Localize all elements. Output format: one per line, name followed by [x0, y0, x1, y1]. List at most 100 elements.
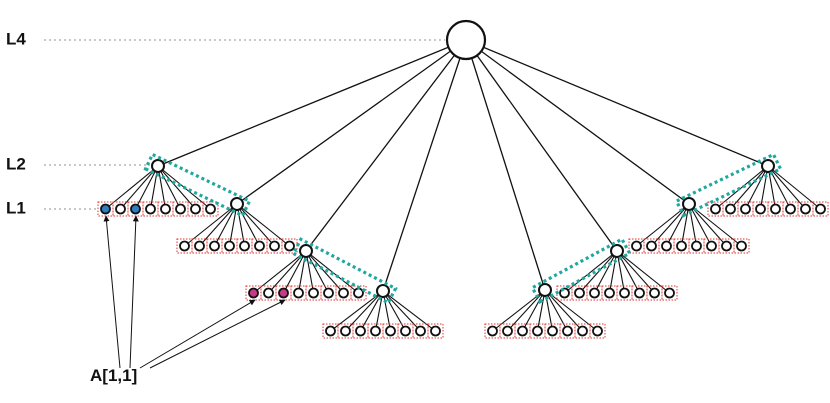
- child-edge: [688, 203, 742, 247]
- leaf-node: [100, 203, 111, 215]
- child-edge: [616, 250, 670, 294]
- root-edge: [236, 39, 467, 205]
- leaf-box: [661, 285, 678, 301]
- leaf-box: [733, 238, 750, 254]
- child-edge: [730, 165, 769, 210]
- child-edge: [236, 203, 290, 247]
- leaf-node: [604, 287, 615, 299]
- annotation-arrow: [103, 215, 121, 369]
- leaf-node: [284, 240, 295, 252]
- leaf-node: [721, 240, 732, 252]
- root-edge: [305, 39, 467, 252]
- leaf-node: [239, 240, 250, 252]
- leaf-node: [770, 203, 781, 215]
- leaf-node: [338, 287, 349, 299]
- leaf-node: [254, 240, 265, 252]
- leaf-node: [736, 240, 747, 252]
- leaf-node: [547, 325, 558, 337]
- subtree: [322, 284, 444, 339]
- l2-node: [610, 244, 624, 258]
- group-outline: [143, 152, 252, 218]
- level-label-l4: L4: [6, 29, 26, 48]
- group-outline: [291, 237, 398, 305]
- leaf-node: [532, 325, 543, 337]
- leaf-node: [115, 203, 126, 215]
- subtrees: [97, 152, 829, 339]
- child-edge: [345, 290, 384, 332]
- root-edge: [465, 39, 769, 167]
- annotation-arrow: [129, 215, 139, 369]
- l2-node: [761, 159, 775, 173]
- leaf-node: [145, 203, 156, 215]
- l2-node: [230, 197, 244, 211]
- leaf-node: [340, 325, 351, 337]
- leaf-node: [248, 287, 259, 299]
- leaf-node: [308, 287, 319, 299]
- group-outline: [530, 237, 632, 304]
- child-edge: [199, 203, 238, 247]
- leaf-node: [355, 325, 366, 337]
- child-edge: [680, 203, 690, 247]
- root-edge: [157, 39, 467, 167]
- leaf-node: [785, 203, 796, 215]
- leaf-box: [427, 323, 444, 339]
- leaf-node: [385, 325, 396, 337]
- leaf-node: [634, 287, 645, 299]
- leaf-node: [664, 287, 675, 299]
- root-edge: [465, 39, 546, 291]
- l2-node: [376, 284, 390, 298]
- child-edge: [522, 289, 546, 332]
- leaf-node: [740, 203, 751, 215]
- leaf-node: [562, 325, 573, 337]
- leaf-node: [323, 287, 334, 299]
- leaf-node: [353, 287, 364, 299]
- leaf-node: [710, 203, 721, 215]
- leaf-box: [812, 201, 829, 217]
- leaf-node: [209, 240, 220, 252]
- annotation-arrow: [139, 299, 256, 369]
- l2-node: [151, 159, 165, 173]
- child-edge: [759, 165, 769, 210]
- leaf-node: [574, 287, 585, 299]
- leaf-box: [202, 201, 219, 217]
- child-edge: [283, 250, 307, 294]
- root-edge: [382, 39, 467, 292]
- leaf-node: [430, 325, 441, 337]
- leaf-node: [130, 203, 141, 215]
- leaf-node: [415, 325, 426, 337]
- leaf-node: [646, 240, 657, 252]
- l2-node: [682, 197, 696, 211]
- level-label-l2: L2: [6, 154, 26, 173]
- leaf-node: [589, 287, 600, 299]
- child-edge: [594, 250, 618, 294]
- root-edges: [157, 39, 769, 292]
- leaf-node: [755, 203, 766, 215]
- annotation-arrows: [103, 215, 286, 369]
- leaf-node: [706, 240, 717, 252]
- leaf-box: [281, 238, 298, 254]
- leaf-node: [815, 203, 826, 215]
- leaf-node: [293, 287, 304, 299]
- leaf-node: [800, 203, 811, 215]
- leaf-node: [487, 325, 498, 337]
- level-label-l1: L1: [6, 198, 26, 217]
- root-edge: [465, 39, 618, 252]
- leaf-node: [263, 287, 274, 299]
- subtree: [245, 244, 367, 301]
- child-edge: [579, 250, 618, 294]
- root-edge: [465, 39, 690, 205]
- subtree: [556, 244, 678, 301]
- child-edge: [135, 165, 159, 210]
- leaf-node: [224, 240, 235, 252]
- child-edge: [228, 203, 238, 247]
- leaf-node: [269, 240, 280, 252]
- leaf-node: [577, 325, 588, 337]
- child-edge: [149, 165, 159, 210]
- l2-node: [299, 244, 313, 258]
- root-node: [445, 19, 487, 61]
- child-edge: [745, 165, 769, 210]
- l2-node: [538, 283, 552, 297]
- leaf-node: [691, 240, 702, 252]
